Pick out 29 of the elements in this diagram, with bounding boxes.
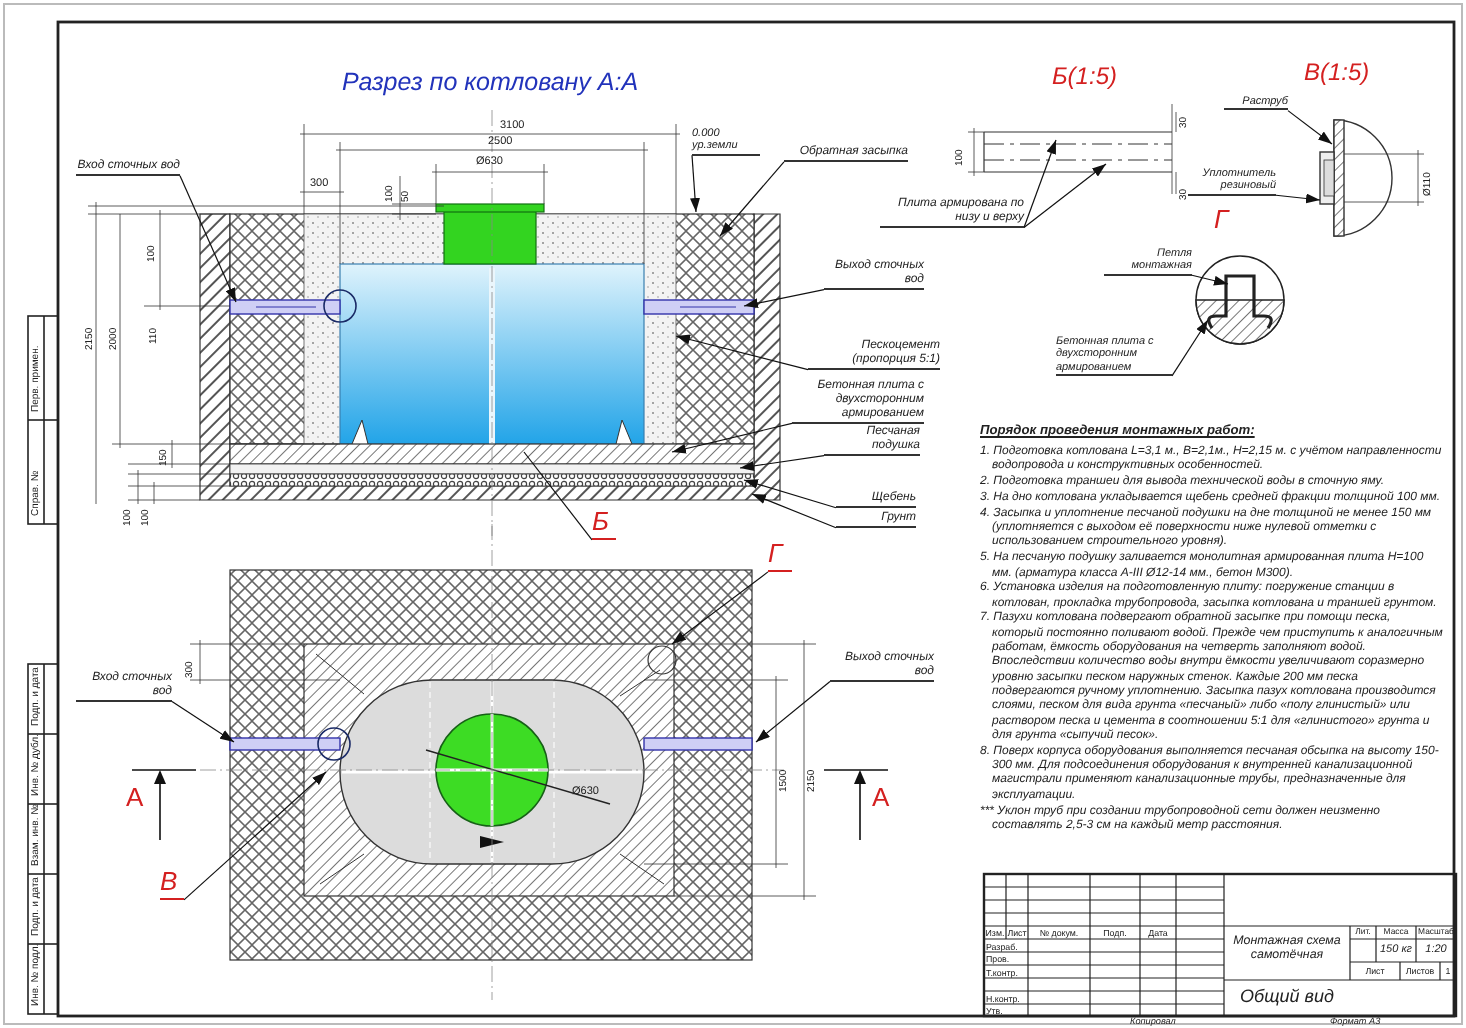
detail-callout-mark: В [160, 868, 184, 900]
leader-line [755, 680, 831, 743]
leader-line [1191, 274, 1229, 286]
detail-callout-mark: Г [768, 540, 792, 572]
leader-line [1023, 163, 1107, 229]
detail-view-title: Б(1:5) [1052, 64, 1117, 92]
section-title: Разрез по котловану А:А [339, 68, 641, 97]
detail-view-title: Г [1214, 206, 1229, 236]
leader-line [719, 161, 785, 237]
leader-line [1275, 193, 1321, 204]
leader-line [1171, 319, 1209, 377]
detail-view-title: В(1:5) [1304, 60, 1370, 88]
leader-line [179, 175, 237, 303]
leader-line [523, 451, 593, 541]
leader-line [743, 288, 825, 309]
section-mark: А [872, 784, 890, 814]
leader-line [1287, 110, 1333, 145]
leader-line [183, 771, 327, 901]
leader-line [739, 454, 825, 471]
leader-line [1023, 139, 1057, 229]
leader-line [690, 154, 700, 213]
leader-line [743, 479, 837, 509]
stamp-value: Общий вид [1238, 986, 1336, 1007]
leader-line [675, 334, 809, 371]
detail-callout-mark: Б [592, 508, 616, 540]
section-mark: А [126, 784, 144, 814]
leader-line [171, 700, 235, 743]
leader-line [671, 422, 793, 454]
leader-line [751, 493, 837, 529]
